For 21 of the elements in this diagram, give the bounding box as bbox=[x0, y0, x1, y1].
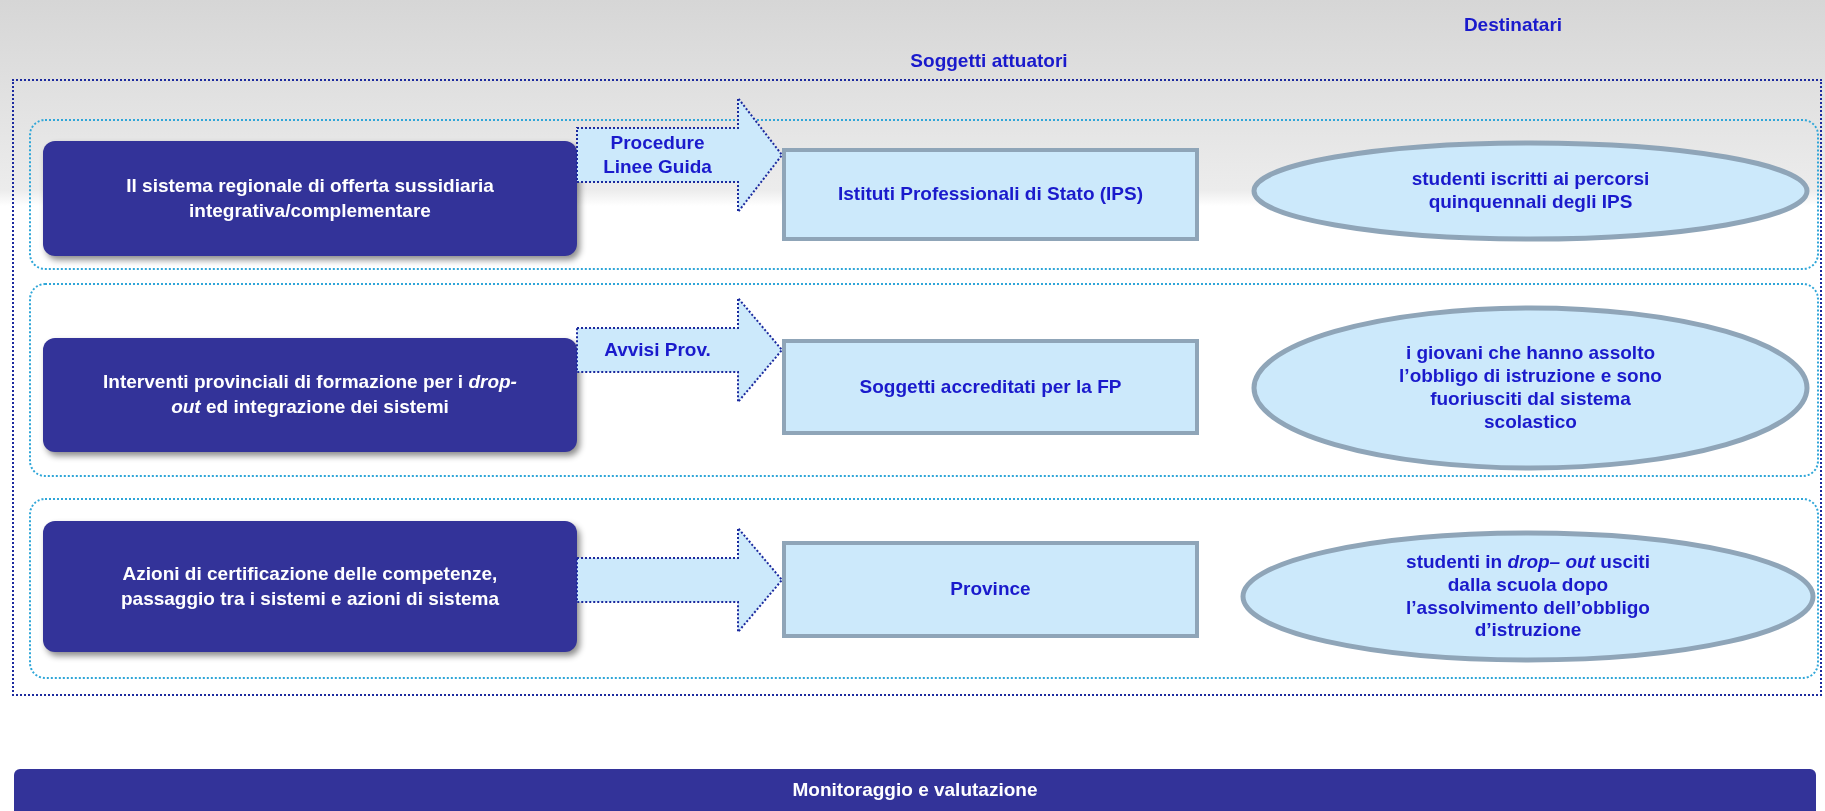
target-ellipse: studenti in drop– out usciti dalla scuola dopo l’assolvimento dell’obbligo d’istruzione bbox=[1240, 530, 1816, 663]
dotted-frame bbox=[12, 79, 1822, 696]
process-box: Interventi provinciali di formazione per i drop-out ed integrazione dei sistemi bbox=[43, 338, 577, 452]
process-box: Azioni di certificazione delle competenze, passaggio tra i sistemi e azioni di sistema bbox=[43, 521, 577, 652]
column-header: Soggetti attuatori bbox=[910, 50, 1068, 72]
actor-box: Istituti Professionali di Stato (IPS) bbox=[782, 148, 1199, 241]
target-ellipse: i giovani che hanno assolto l’obbligo di istruzione e sono fuoriusciti dal sistema scolastico bbox=[1251, 305, 1810, 471]
block-arrow bbox=[576, 295, 784, 405]
row-band bbox=[29, 119, 1819, 270]
arrow-label: Avvisi Prov. bbox=[603, 338, 712, 362]
row-band bbox=[29, 498, 1819, 679]
arrow-label: Procedure Linee Guida bbox=[602, 131, 713, 179]
block-arrow bbox=[576, 525, 784, 635]
actor-box: Province bbox=[782, 541, 1199, 638]
target-ellipse: studenti iscritti ai percorsi quinquennali degli IPS bbox=[1251, 140, 1810, 242]
footer-bar: Monitoraggio e valutazione bbox=[14, 769, 1816, 811]
row-band bbox=[29, 283, 1819, 477]
actor-box: Soggetti accreditati per la FP bbox=[782, 339, 1199, 435]
column-header: Destinatari bbox=[1463, 14, 1563, 36]
process-box: Il sistema regionale di offerta sussidiaria integrativa/complementare bbox=[43, 141, 577, 256]
block-arrow bbox=[576, 95, 784, 215]
